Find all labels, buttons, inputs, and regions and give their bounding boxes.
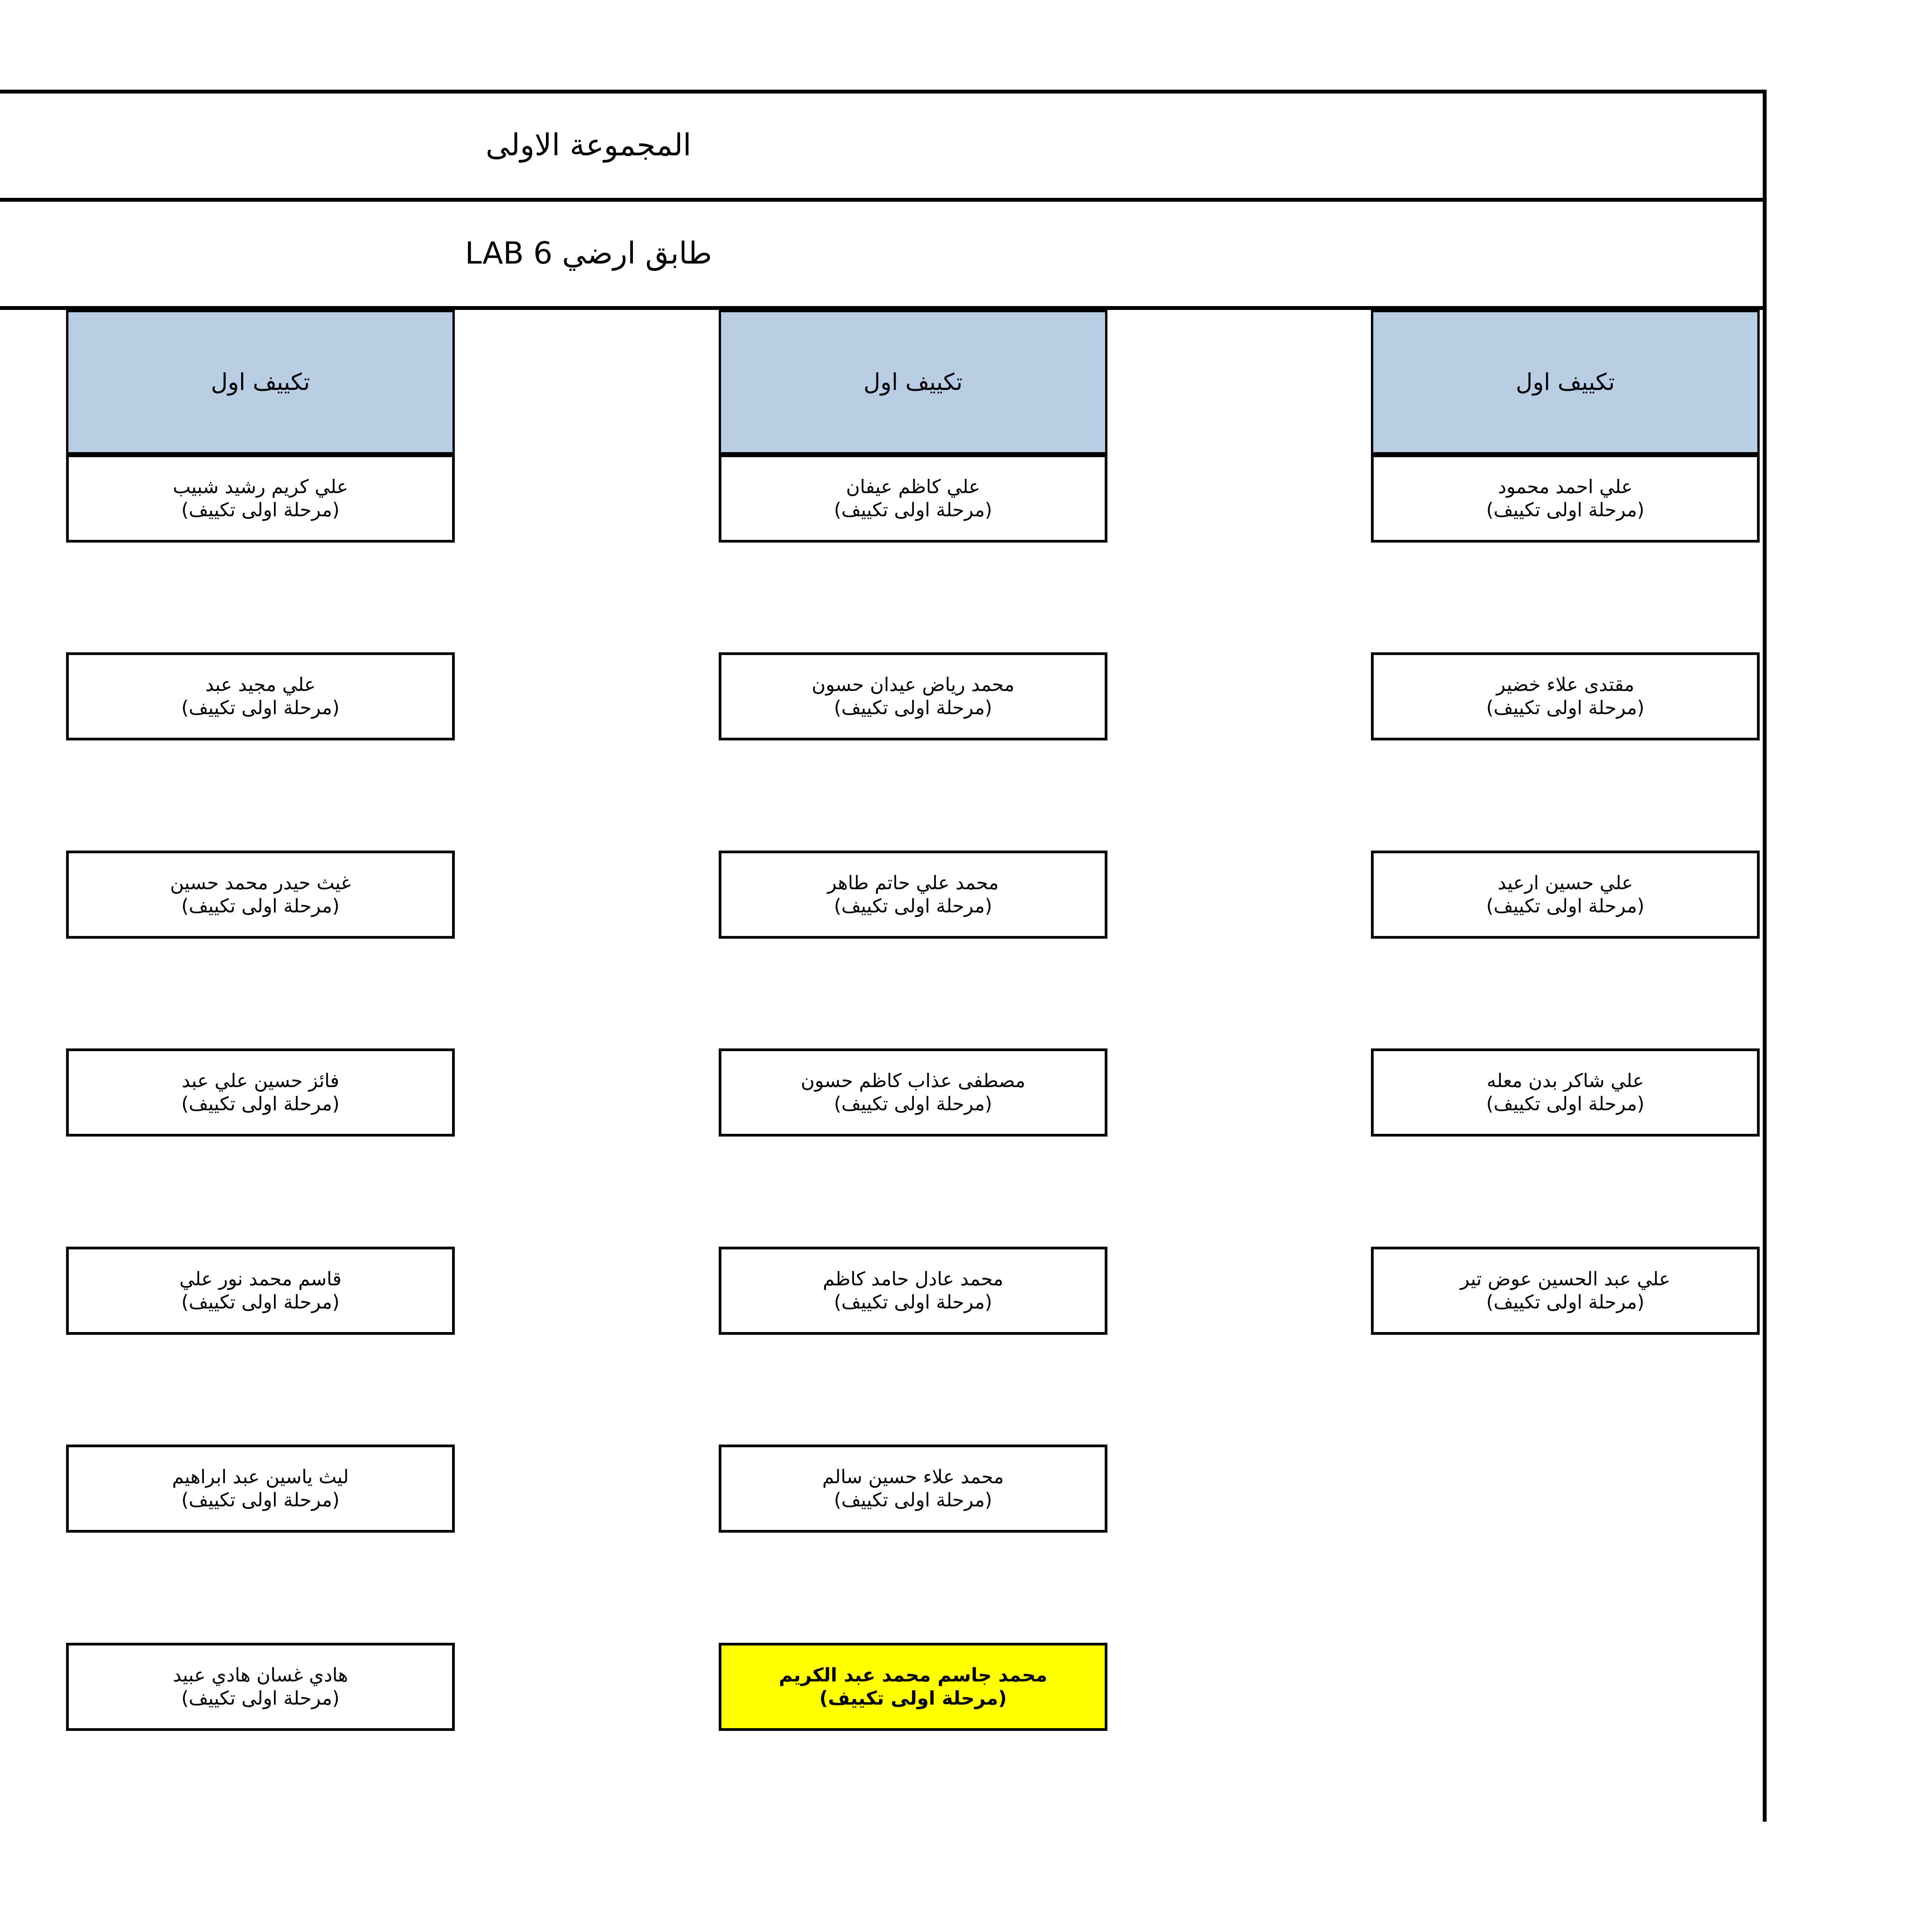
student-name: مصطفى عذاب كاظم حسون bbox=[801, 1070, 1026, 1092]
ac-unit-header[interactable]: تكييف اول bbox=[719, 310, 1107, 454]
student-name: فائز حسين علي عبد bbox=[182, 1070, 339, 1092]
student-name: غيث حيدر محمد حسين bbox=[170, 872, 351, 894]
student-card[interactable]: محمد علي حاتم طاهر(مرحلة اولى تكييف) bbox=[719, 851, 1107, 939]
student-stage: (مرحلة اولى تكييف) bbox=[1486, 895, 1645, 917]
student-stage: (مرحلة اولى تكييف) bbox=[181, 1489, 340, 1511]
student-name: محمد علاء حسين سالم bbox=[822, 1466, 1004, 1488]
group-title: المجموعة الاولى bbox=[485, 128, 692, 163]
student-name: محمد علي حاتم طاهر bbox=[827, 872, 999, 894]
student-name: علي كريم رشيد شبيب bbox=[173, 476, 348, 498]
student-card[interactable]: علي احمد محمود(مرحلة اولى تكييف) bbox=[1371, 454, 1760, 543]
student-stage: (مرحلة اولى تكييف) bbox=[834, 1489, 992, 1511]
student-stage: (مرحلة اولى تكييف) bbox=[181, 1687, 340, 1709]
student-stage: (مرحلة اولى تكييف) bbox=[834, 697, 992, 719]
student-name: مقتدى علاء خضير bbox=[1496, 674, 1634, 696]
student-stage: (مرحلة اولى تكييف) bbox=[1486, 697, 1645, 719]
student-name: علي احمد محمود bbox=[1498, 476, 1633, 498]
student-card[interactable]: علي شاكر بدن معله(مرحلة اولى تكييف) bbox=[1371, 1048, 1760, 1137]
student-card[interactable]: علي مجيد عبد(مرحلة اولى تكييف) bbox=[66, 652, 455, 740]
student-name: ليث ياسين عبد ابراهيم bbox=[172, 1466, 349, 1488]
chart-outer-frame: المجموعة الاولى طابق ارضي LAB 6 تكييف او… bbox=[0, 90, 1767, 1822]
student-name: علي كاظم عيفان bbox=[846, 476, 980, 498]
student-card[interactable]: هادي غسان هادي عبيد(مرحلة اولى تكييف) bbox=[66, 1643, 455, 1731]
student-name: قاسم محمد نور علي bbox=[179, 1268, 342, 1290]
student-stage: (مرحلة اولى تكييف) bbox=[834, 1093, 992, 1115]
student-name: محمد جاسم محمد عبد الكريم bbox=[779, 1664, 1048, 1686]
student-card[interactable]: محمد علاء حسين سالم(مرحلة اولى تكييف) bbox=[719, 1445, 1107, 1533]
student-card[interactable]: علي كاظم عيفان(مرحلة اولى تكييف) bbox=[719, 454, 1107, 543]
student-name: علي عبد الحسين عوض تير bbox=[1460, 1268, 1670, 1290]
student-card[interactable]: مقتدى علاء خضير(مرحلة اولى تكييف) bbox=[1371, 652, 1760, 740]
student-name: علي حسين ارعيد bbox=[1497, 872, 1633, 894]
student-card[interactable]: علي حسين ارعيد(مرحلة اولى تكييف) bbox=[1371, 851, 1760, 939]
student-name: علي شاكر بدن معله bbox=[1486, 1070, 1644, 1092]
student-card[interactable]: علي عبد الحسين عوض تير(مرحلة اولى تكييف) bbox=[1371, 1247, 1760, 1335]
student-stage: (مرحلة اولى تكييف) bbox=[834, 499, 992, 521]
student-stage: (مرحلة اولى تكييف) bbox=[181, 895, 340, 917]
student-card[interactable]: علي كريم رشيد شبيب(مرحلة اولى تكييف) bbox=[66, 454, 455, 543]
student-card[interactable]: قاسم محمد نور علي(مرحلة اولى تكييف) bbox=[66, 1247, 455, 1335]
student-card[interactable]: فائز حسين علي عبد(مرحلة اولى تكييف) bbox=[66, 1048, 455, 1137]
student-stage: (مرحلة اولى تكييف) bbox=[181, 1093, 340, 1115]
student-card-highlighted[interactable]: محمد جاسم محمد عبد الكريم(مرحلة اولى تكي… bbox=[719, 1643, 1107, 1731]
group-title-row: المجموعة الاولى bbox=[0, 94, 1763, 202]
student-stage: (مرحلة اولى تكييف) bbox=[834, 1291, 992, 1313]
student-card[interactable]: غيث حيدر محمد حسين(مرحلة اولى تكييف) bbox=[66, 851, 455, 939]
student-card[interactable]: مصطفى عذاب كاظم حسون(مرحلة اولى تكييف) bbox=[719, 1048, 1107, 1137]
student-stage: (مرحلة اولى تكييف) bbox=[819, 1687, 1007, 1709]
student-card[interactable]: محمد عادل حامد كاظم(مرحلة اولى تكييف) bbox=[719, 1247, 1107, 1335]
floor-title-row: طابق ارضي LAB 6 bbox=[0, 202, 1763, 310]
student-name: محمد رياض عيدان حسون bbox=[811, 674, 1015, 696]
student-name: علي مجيد عبد bbox=[205, 674, 316, 696]
student-stage: (مرحلة اولى تكييف) bbox=[181, 1291, 340, 1313]
ac-unit-header[interactable]: تكييف اول bbox=[66, 310, 455, 454]
student-card[interactable]: ليث ياسين عبد ابراهيم(مرحلة اولى تكييف) bbox=[66, 1445, 455, 1533]
student-stage: (مرحلة اولى تكييف) bbox=[1486, 499, 1645, 521]
ac-unit-header[interactable]: تكييف اول bbox=[1371, 310, 1760, 454]
student-stage: (مرحلة اولى تكييف) bbox=[181, 499, 340, 521]
floor-title: طابق ارضي LAB 6 bbox=[465, 236, 712, 271]
student-card[interactable]: محمد رياض عيدان حسون(مرحلة اولى تكييف) bbox=[719, 652, 1107, 740]
student-stage: (مرحلة اولى تكييف) bbox=[181, 697, 340, 719]
student-name: محمد عادل حامد كاظم bbox=[823, 1268, 1003, 1290]
student-stage: (مرحلة اولى تكييف) bbox=[1486, 1291, 1645, 1313]
student-stage: (مرحلة اولى تكييف) bbox=[834, 895, 992, 917]
student-stage: (مرحلة اولى تكييف) bbox=[1486, 1093, 1645, 1115]
student-name: هادي غسان هادي عبيد bbox=[173, 1664, 348, 1686]
